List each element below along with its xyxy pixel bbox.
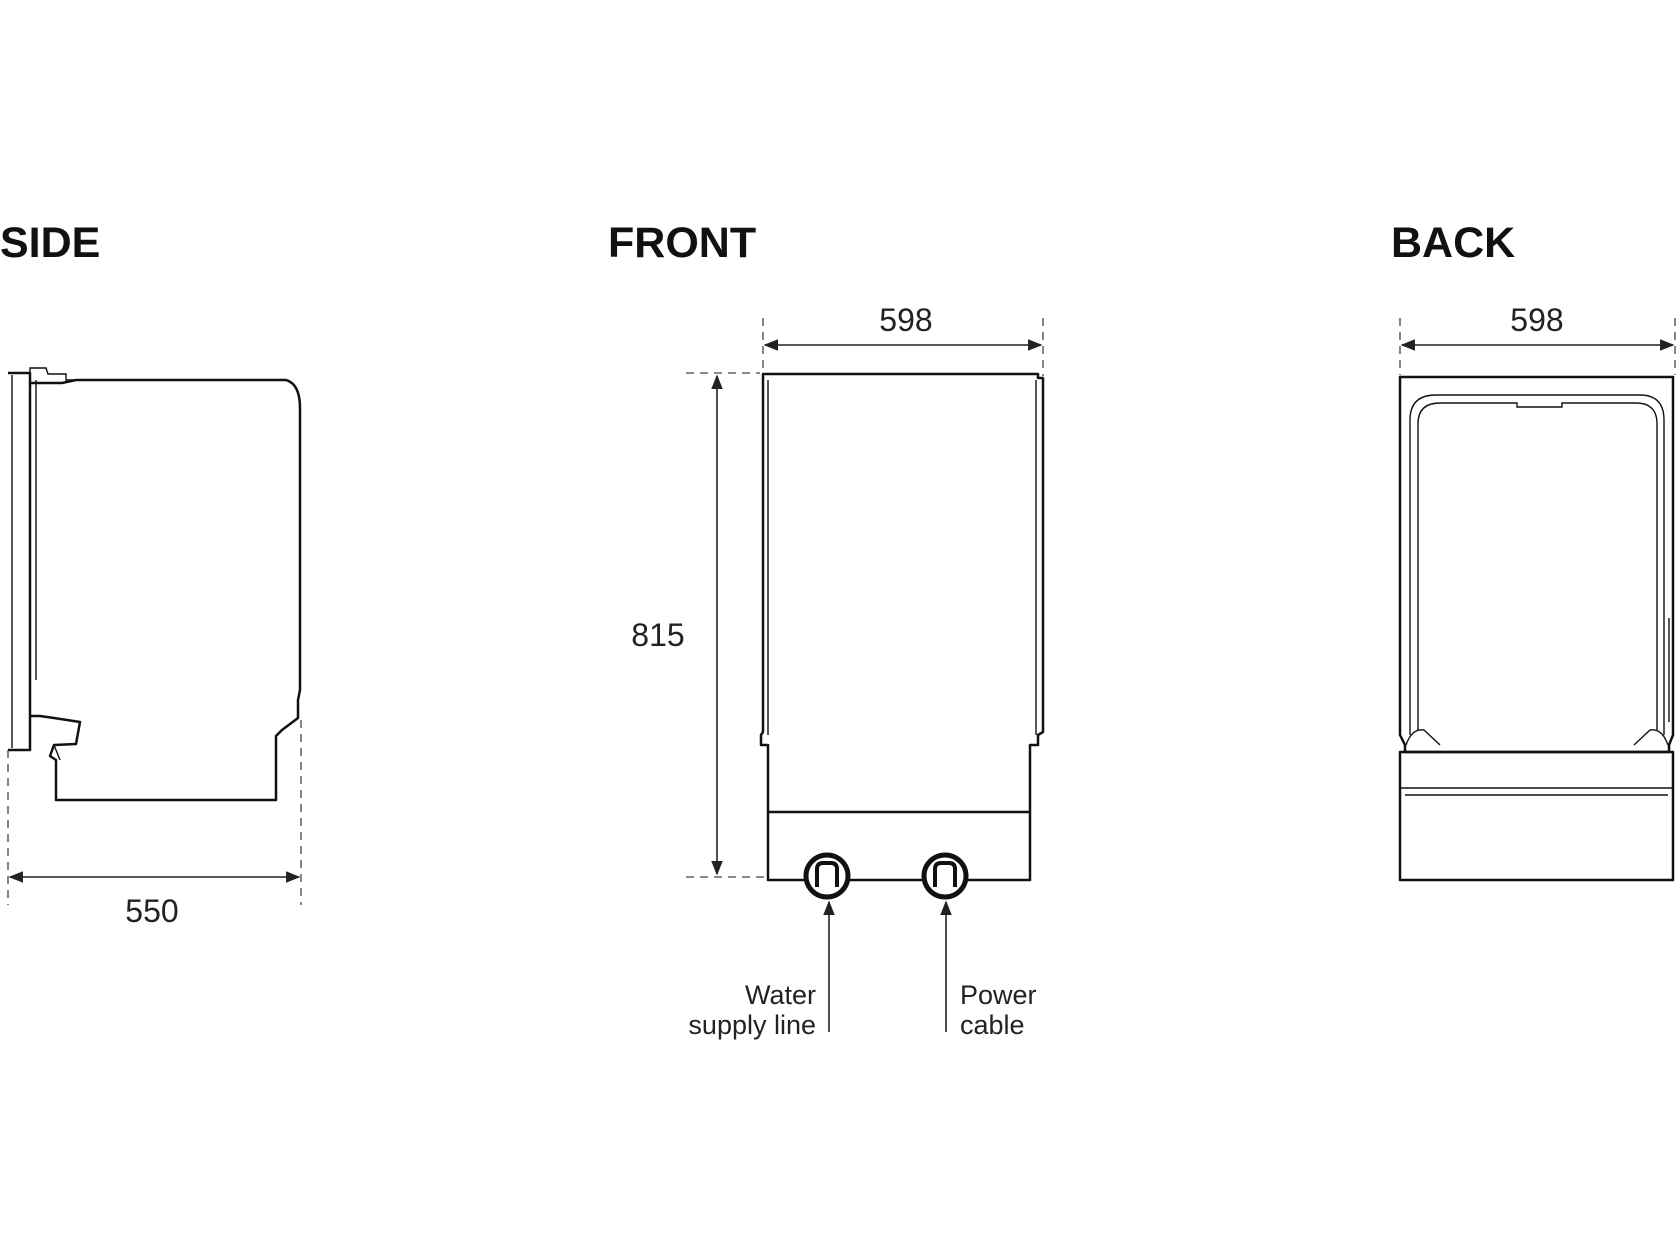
back-width-dimension: 598 [1399,302,1676,375]
power-cable-label-line2: cable [960,1010,1025,1040]
front-width-value: 598 [879,302,932,338]
water-supply-port-symbol-icon [815,861,839,887]
side-view: SIDE 550 [0,219,302,929]
power-cable-label-line1: Power [960,980,1037,1010]
front-height-dimension: 815 [631,372,766,878]
side-view-outline [8,367,302,802]
back-view: BACK 598 [1391,219,1676,882]
power-cable-port-symbol-icon [933,861,957,887]
front-view-title: FRONT [608,219,756,267]
side-view-title: SIDE [0,219,100,267]
side-depth-dimension: 550 [7,720,302,929]
back-view-outline [1398,375,1675,882]
back-view-title: BACK [1391,219,1515,267]
front-view: FRONT 598 815 Water supply [608,219,1045,1040]
water-supply-label-line1: Water [745,980,816,1010]
water-supply-label-line2: supply line [688,1010,816,1040]
side-depth-value: 550 [125,893,178,929]
front-height-value: 815 [631,617,684,653]
front-width-dimension: 598 [762,302,1044,376]
water-supply-connection: Water supply line [688,852,851,1040]
back-width-value: 598 [1510,302,1563,338]
front-view-outline [759,372,1045,882]
power-cable-connection: Power cable [921,852,1037,1040]
